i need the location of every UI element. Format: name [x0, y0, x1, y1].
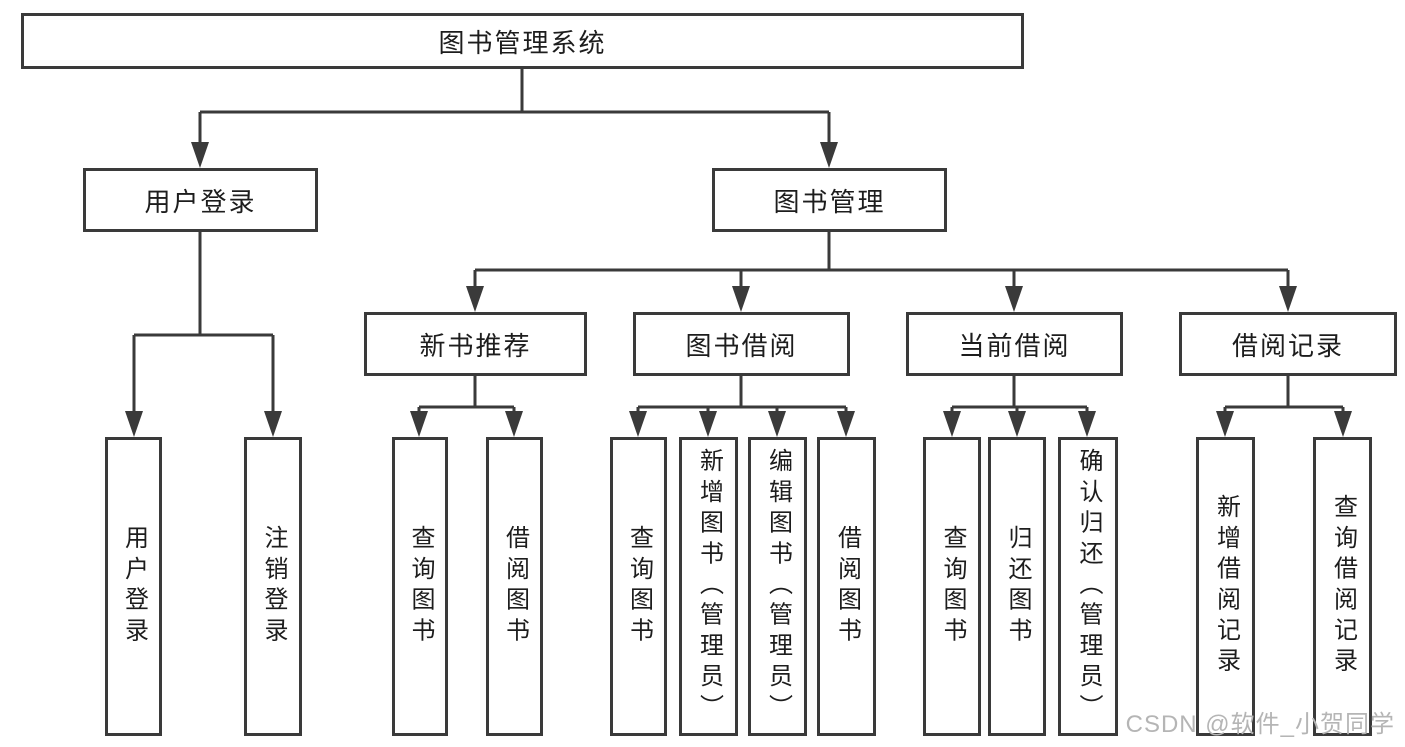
node-label: 编辑图书（管理员） [764, 448, 792, 725]
leaf-return-book: 归还图书 [988, 437, 1046, 736]
leaf-query-borrow-record: 查询借阅记录 [1313, 437, 1372, 736]
node-user-login: 用户登录 [83, 168, 318, 232]
leaf-borrow-books-recommend: 借阅图书 [486, 437, 543, 736]
leaf-confirm-return-admin: 确认归还（管理员） [1058, 437, 1118, 736]
node-book-management: 图书管理 [712, 168, 947, 232]
node-label: 图书管理 [773, 186, 886, 217]
node-borrow-records: 借阅记录 [1179, 312, 1397, 376]
node-label: 新书推荐 [419, 330, 532, 361]
node-new-book-recommend: 新书推荐 [364, 312, 587, 376]
leaf-add-book-admin: 新增图书（管理员） [679, 437, 738, 736]
node-library-management-system: 图书管理系统 [21, 13, 1024, 69]
node-label: 用户登录 [120, 525, 148, 648]
node-label: 新增图书（管理员） [695, 448, 723, 725]
node-label: 借阅记录 [1231, 330, 1344, 361]
node-book-borrow: 图书借阅 [633, 312, 850, 376]
leaf-query-books-borrow: 查询图书 [610, 437, 667, 736]
node-label: 当前借阅 [958, 330, 1071, 361]
csdn-watermark: CSDN @软件_小贺同学 [1125, 711, 1395, 738]
leaf-add-borrow-record: 新增借阅记录 [1196, 437, 1255, 736]
leaf-edit-book-admin: 编辑图书（管理员） [748, 437, 807, 736]
node-label: 查询借阅记录 [1329, 494, 1357, 679]
node-label: 确认归还（管理员） [1075, 448, 1102, 725]
node-label: 查询图书 [939, 525, 966, 648]
leaf-logout: 注销登录 [244, 437, 302, 736]
node-label: 借阅图书 [833, 525, 861, 648]
node-label: 图书借阅 [685, 330, 798, 361]
node-label: 借阅图书 [501, 525, 529, 648]
leaf-user-login: 用户登录 [105, 437, 162, 736]
leaf-query-books-recommend: 查询图书 [392, 437, 448, 736]
node-current-borrow: 当前借阅 [906, 312, 1123, 376]
node-label: 图书管理系统 [438, 27, 607, 58]
node-label: 查询图书 [625, 525, 653, 648]
node-label: 新增借阅记录 [1212, 494, 1240, 679]
leaf-borrow-books: 借阅图书 [817, 437, 876, 736]
node-label: 归还图书 [1004, 525, 1031, 648]
node-label: 查询图书 [407, 525, 434, 648]
node-label: 注销登录 [260, 525, 287, 648]
leaf-query-books-current: 查询图书 [923, 437, 981, 736]
node-label: 用户登录 [144, 186, 257, 217]
